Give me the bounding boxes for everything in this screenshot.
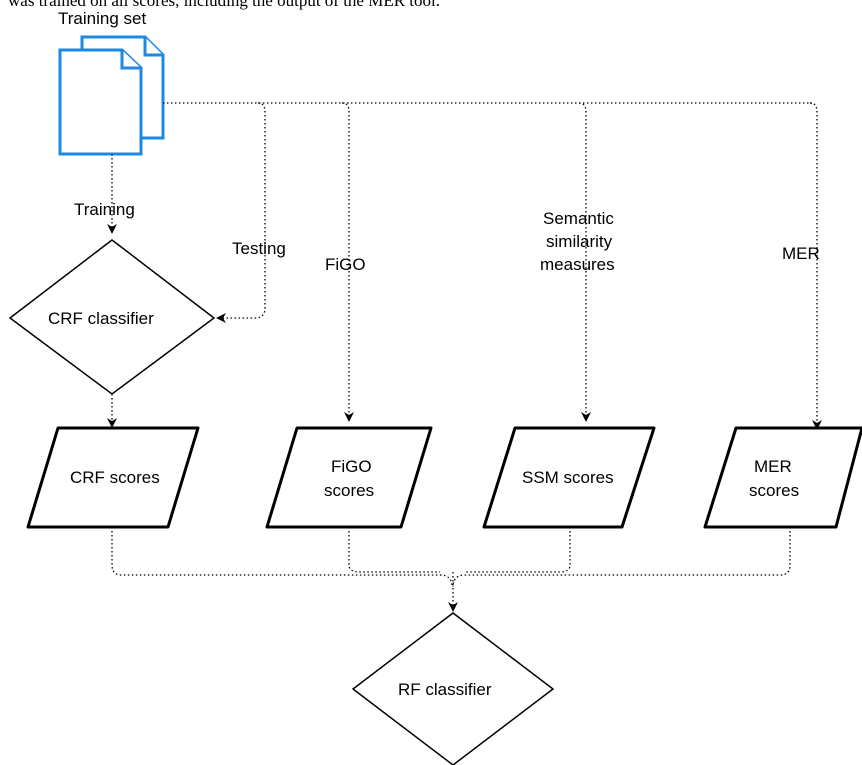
merge-line-figo	[348, 527, 440, 573]
mer-scores-node	[703, 426, 862, 529]
ssm-edge-label-line2: similarity	[546, 232, 613, 251]
crf-scores-label: CRF scores	[70, 468, 160, 487]
merge-line-mer	[452, 527, 791, 588]
merge-line-crf	[111, 527, 453, 588]
crf-scores-node	[26, 426, 200, 529]
figo-edge	[341, 102, 354, 422]
rf-classifier-label: RF classifier	[398, 680, 492, 699]
mer-edge-label: MER	[782, 244, 820, 263]
testing-edge-label: Testing	[232, 239, 286, 258]
rf-classifier-node	[351, 612, 555, 765]
training-set-label: Training set	[58, 9, 146, 28]
figo-scores-label-line2: scores	[324, 481, 374, 500]
mer-scores-label-line1: MER	[754, 457, 792, 476]
crf-classifier-label: CRF classifier	[48, 309, 154, 328]
testing-edge	[216, 102, 266, 323]
mer-scores-label-line2: scores	[749, 481, 799, 500]
document-stack-icon	[58, 35, 165, 156]
ssm-edge	[578, 102, 591, 422]
ssm-scores-node	[482, 426, 656, 529]
ssm-scores-label: SSM scores	[522, 468, 614, 487]
merge-line-ssm	[464, 527, 571, 573]
ssm-edge-label-line1: Semantic	[543, 209, 614, 228]
figo-scores-node	[265, 426, 433, 529]
figo-scores-label-line1: FiGO	[331, 457, 372, 476]
figo-edge-label: FiGO	[325, 255, 366, 274]
mer-edge	[809, 102, 822, 430]
ssm-edge-label-line3: measures	[540, 255, 615, 274]
training-edge-label: Training	[74, 200, 135, 219]
caption-text: was trained on all scores, including the…	[8, 0, 440, 10]
